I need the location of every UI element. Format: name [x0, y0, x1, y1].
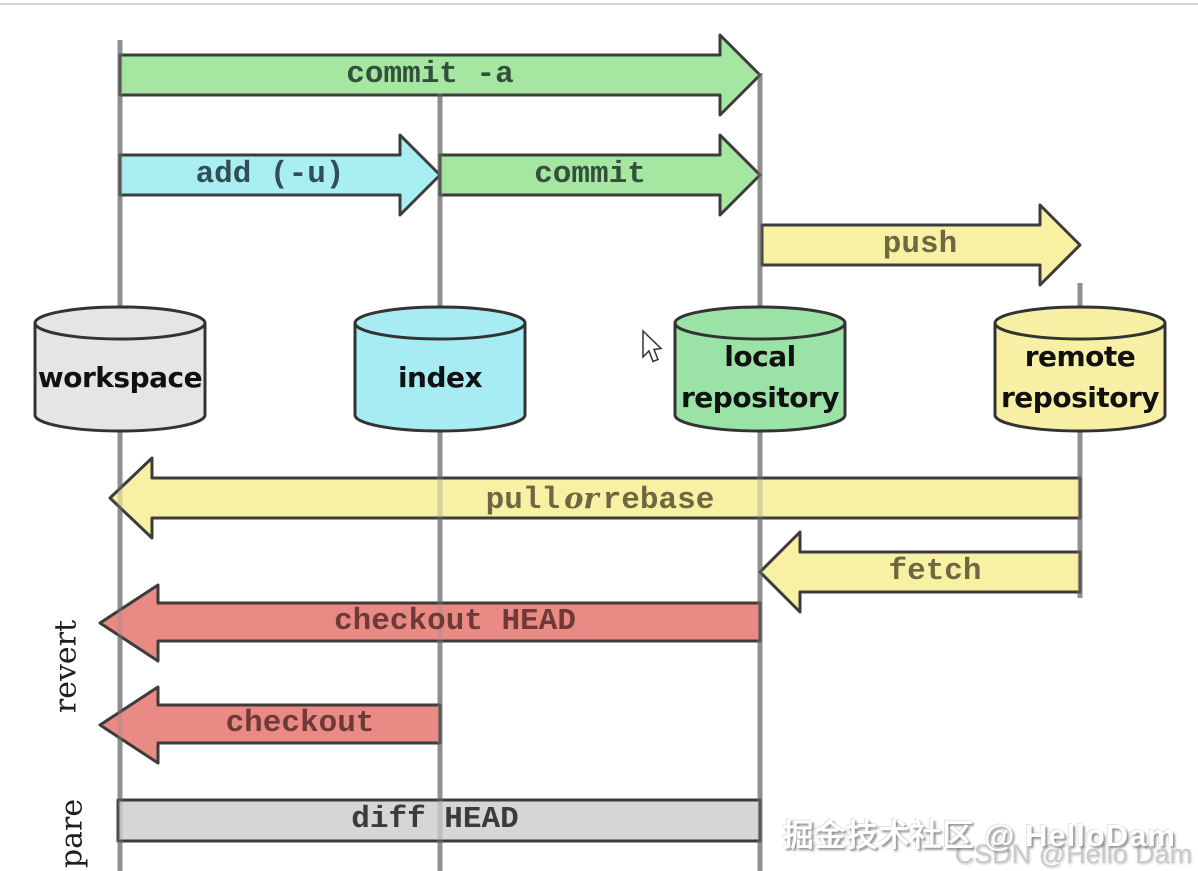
rebase-word: rebase — [602, 483, 715, 518]
checkout-label: checkout — [225, 706, 375, 741]
mouse-cursor-icon — [642, 329, 663, 363]
top-border-line — [0, 3, 1198, 5]
remote-repository-cylinder — [993, 305, 1167, 433]
remote-repository-label-line2: repository — [1000, 381, 1160, 414]
or-word: or — [564, 481, 599, 515]
commit-a-label: commit -a — [346, 57, 514, 92]
checkout-head-label: checkout HEAD — [334, 604, 576, 639]
add-u-arrow — [118, 133, 442, 217]
checkout-arrow — [98, 685, 442, 765]
workspace-cylinder — [33, 305, 207, 433]
side-label-revert: revert — [48, 619, 84, 714]
fetch-label: fetch — [888, 554, 982, 589]
remote-repository-label-line1: remote — [1024, 340, 1136, 373]
local-repository-cylinder-rim — [673, 322, 847, 341]
add-u-label: add (-u) — [195, 157, 345, 192]
fetch-arrow — [758, 530, 1082, 614]
workspace-cylinder-rim — [33, 322, 207, 341]
diff-head-bar — [116, 798, 762, 843]
push-label: push — [882, 227, 958, 262]
index-cylinder — [353, 305, 527, 433]
index-node-label: index — [397, 361, 483, 394]
watermark-csdn: CSDN @Hello Dam — [954, 839, 1192, 869]
remote-repository-cylinder-rim — [993, 322, 1167, 341]
diff-head-label: diff HEAD — [351, 802, 519, 837]
remote-repository-node-label: remote repository — [995, 336, 1165, 418]
index-cylinder-rim — [353, 322, 527, 341]
watermark-juejin: 掘金技术社区 @ HelloDam — [782, 818, 1176, 853]
local-repository-label-line1: local — [724, 340, 796, 373]
local-repository-node-label: local repository — [675, 336, 845, 418]
pull-word: pull — [485, 483, 561, 518]
commit-label: commit — [534, 157, 646, 192]
workspace-node-label: workspace — [37, 361, 203, 394]
local-repository-cylinder — [673, 305, 847, 433]
pull-or-rebase-arrow — [108, 456, 1082, 540]
commit-arrow — [438, 133, 762, 217]
commit-a-arrow — [118, 33, 762, 117]
local-repository-label-line2: repository — [680, 381, 840, 414]
push-arrow — [760, 203, 1082, 287]
checkout-head-arrow — [98, 583, 762, 663]
side-label-compare-partial: pare — [54, 798, 90, 869]
